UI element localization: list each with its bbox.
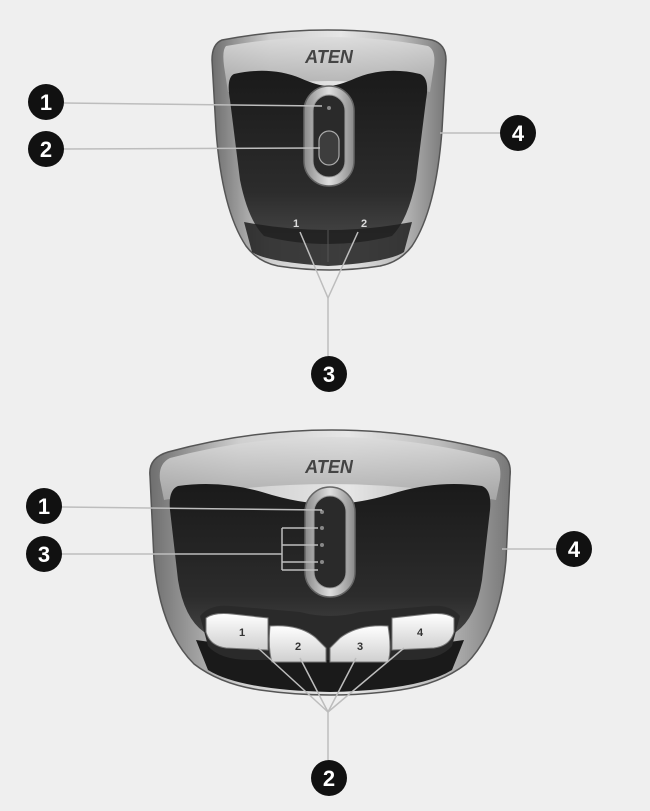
bottom-led-1: [320, 510, 324, 514]
bottom-callout-2: 2: [311, 760, 347, 796]
top-leader-lines: [63, 102, 500, 356]
bottom-brand-logo: ATEN: [304, 457, 354, 477]
svg-text:1: 1: [38, 494, 50, 519]
top-callout-3: 3: [311, 356, 347, 392]
svg-text:2: 2: [323, 766, 335, 791]
bottom-key-label-2: 2: [295, 641, 301, 653]
top-device: ATEN 1 2: [211, 29, 447, 271]
top-callout-2: 2: [28, 131, 64, 167]
bottom-callout-3: 3: [26, 536, 62, 572]
bottom-callout-4: 4: [556, 531, 592, 567]
bottom-key-2[interactable]: [268, 625, 327, 663]
top-callout-4: 4: [500, 115, 536, 151]
bottom-key-label-4: 4: [417, 627, 424, 639]
bottom-led-3: [320, 543, 324, 547]
top-led-indicator: [327, 106, 331, 110]
bottom-device: 1 2 3 4 ATEN: [149, 429, 511, 696]
bottom-key-4[interactable]: [391, 613, 455, 651]
top-callout-1: 1: [28, 84, 64, 120]
bottom-led-2: [320, 526, 324, 530]
svg-text:3: 3: [38, 542, 50, 567]
bottom-leader-lines: [61, 506, 556, 760]
top-port-label-2: 2: [361, 218, 367, 230]
top-selector-button[interactable]: [318, 130, 340, 166]
svg-text:3: 3: [323, 362, 335, 387]
bottom-device-top-panel: [159, 437, 501, 500]
svg-text:4: 4: [568, 537, 581, 562]
svg-text:1: 1: [40, 90, 52, 115]
bottom-key-1[interactable]: [205, 613, 269, 651]
bottom-key-label-1: 1: [239, 627, 245, 639]
bottom-led-4: [320, 560, 324, 564]
top-port-label-1: 1: [293, 218, 299, 230]
bottom-key-label-3: 3: [357, 641, 363, 653]
top-brand-logo: ATEN: [304, 47, 354, 67]
bottom-led-pill-inner: [313, 495, 347, 589]
bottom-callout-1: 1: [26, 488, 62, 524]
bottom-key-3[interactable]: [329, 625, 391, 663]
svg-text:2: 2: [40, 137, 52, 162]
svg-text:4: 4: [512, 121, 525, 146]
